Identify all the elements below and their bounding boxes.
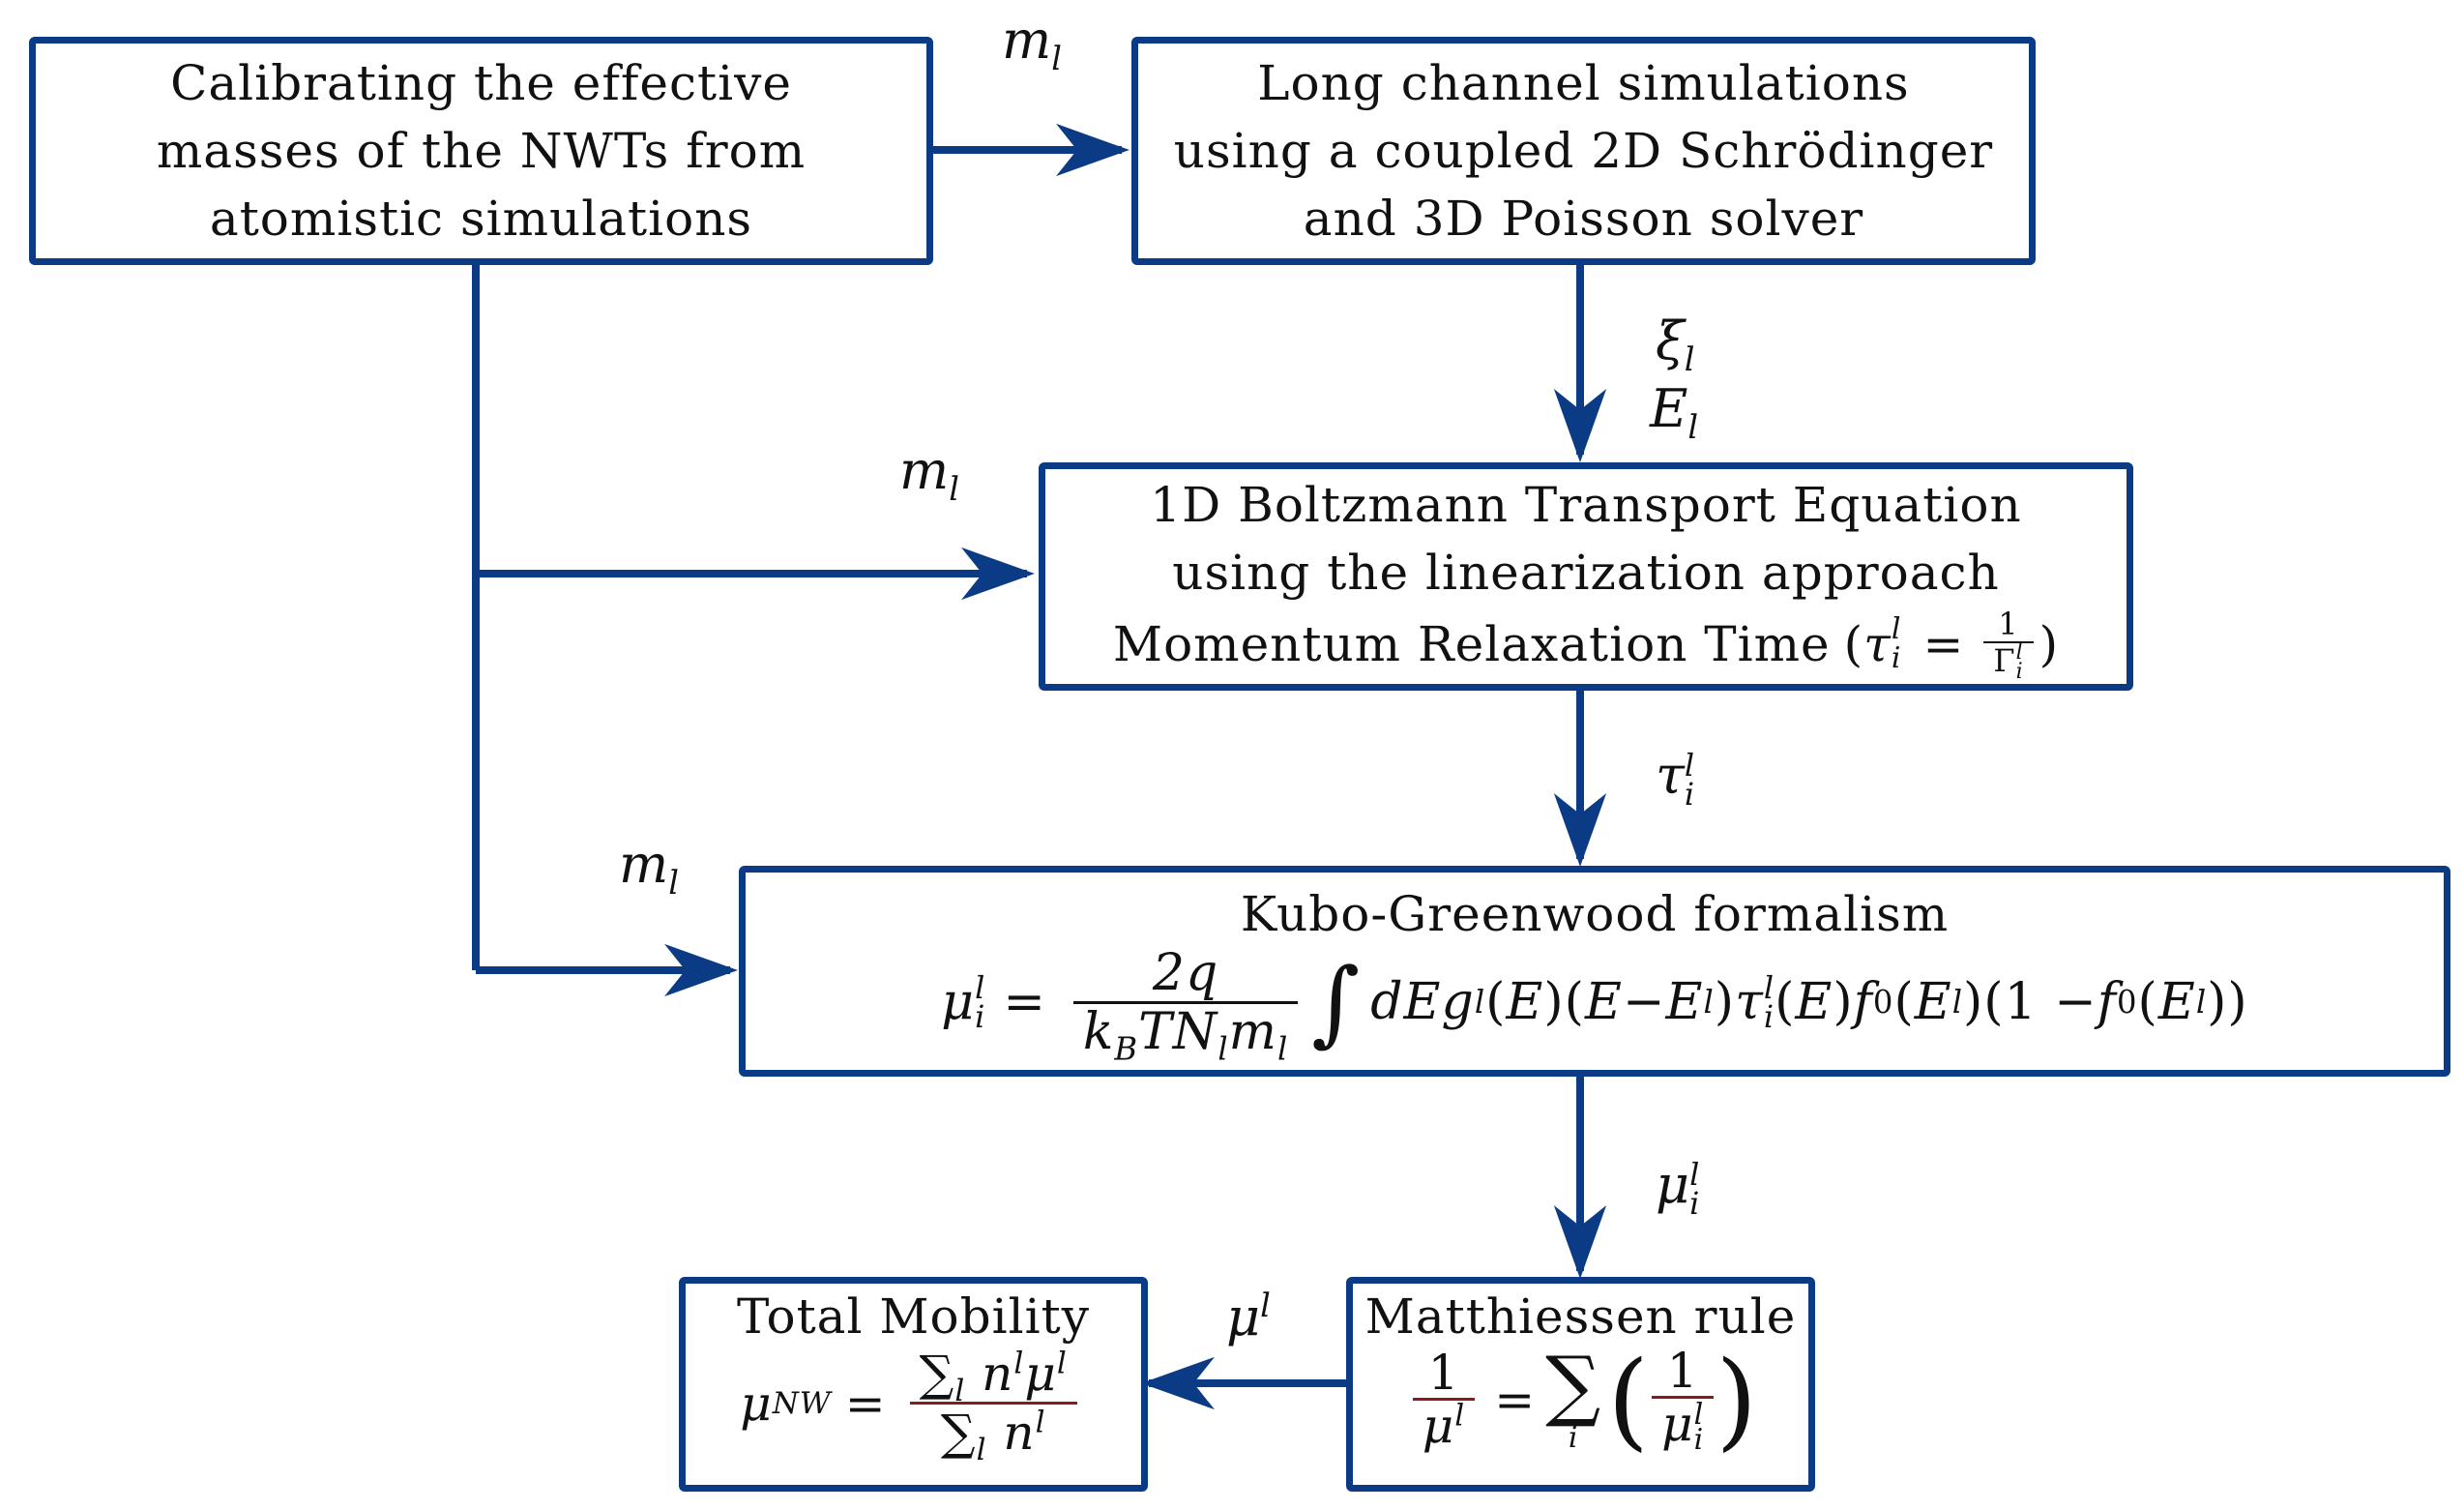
kubo-title: Kubo-Greenwood formalism <box>1240 885 1950 942</box>
bte-line-3-text: Momentum Relaxation Time <box>1112 616 1831 672</box>
arrowhead-calibrate-to-long-channel <box>1056 123 1129 177</box>
arrowhead-bte-to-kubo <box>1553 793 1607 867</box>
matthiessen-title: Matthiessen rule <box>1364 1288 1797 1345</box>
total-mobility-title: Total Mobility <box>737 1288 1090 1345</box>
long-channel-line-1: Long channel simulations <box>1257 55 1910 111</box>
bte-equals: = <box>1922 616 1965 672</box>
bte-line-1: 1D Boltzmann Transport Equation <box>1150 476 2022 533</box>
long-channel-line-3: and 3D Poisson solver <box>1303 191 1864 247</box>
arrowhead-long-channel-to-bte <box>1553 389 1607 462</box>
calibrate-line-3: atomistic simulations <box>209 191 753 247</box>
arrowhead-matthiessen-to-total <box>1141 1356 1215 1410</box>
calibrate-box: Calibrating the effective masses of the … <box>29 37 933 265</box>
long-channel-line-2: using a coupled 2D Schrödinger <box>1173 123 1994 179</box>
label-m-l-top: ml <box>1002 10 1062 77</box>
bte-box: 1D Boltzmann Transport Equation using th… <box>1039 462 2133 691</box>
long-channel-box: Long channel simulations using a coupled… <box>1131 37 2036 265</box>
label-m-l-low: ml <box>619 834 679 902</box>
kubo-fraction: 2q kBTNlml <box>1072 945 1299 1064</box>
calibrate-line-2: masses of the NWTs from <box>156 123 807 179</box>
bte-line-2: using the linearization approach <box>1172 544 2000 601</box>
label-xi-l: ξl <box>1656 311 1695 378</box>
label-m-l-mid: ml <box>899 440 959 508</box>
label-E-l: El <box>1650 378 1699 446</box>
arrowhead-trunk-to-bte <box>961 547 1035 601</box>
calibrate-line-1: Calibrating the effective <box>170 55 792 111</box>
label-mu-l: μl <box>1226 1287 1271 1347</box>
arrowhead-trunk-to-kubo <box>664 943 738 997</box>
arrowhead-kubo-to-matthiessen <box>1553 1205 1607 1279</box>
bte-tau-symbol: τ <box>1863 616 1892 672</box>
